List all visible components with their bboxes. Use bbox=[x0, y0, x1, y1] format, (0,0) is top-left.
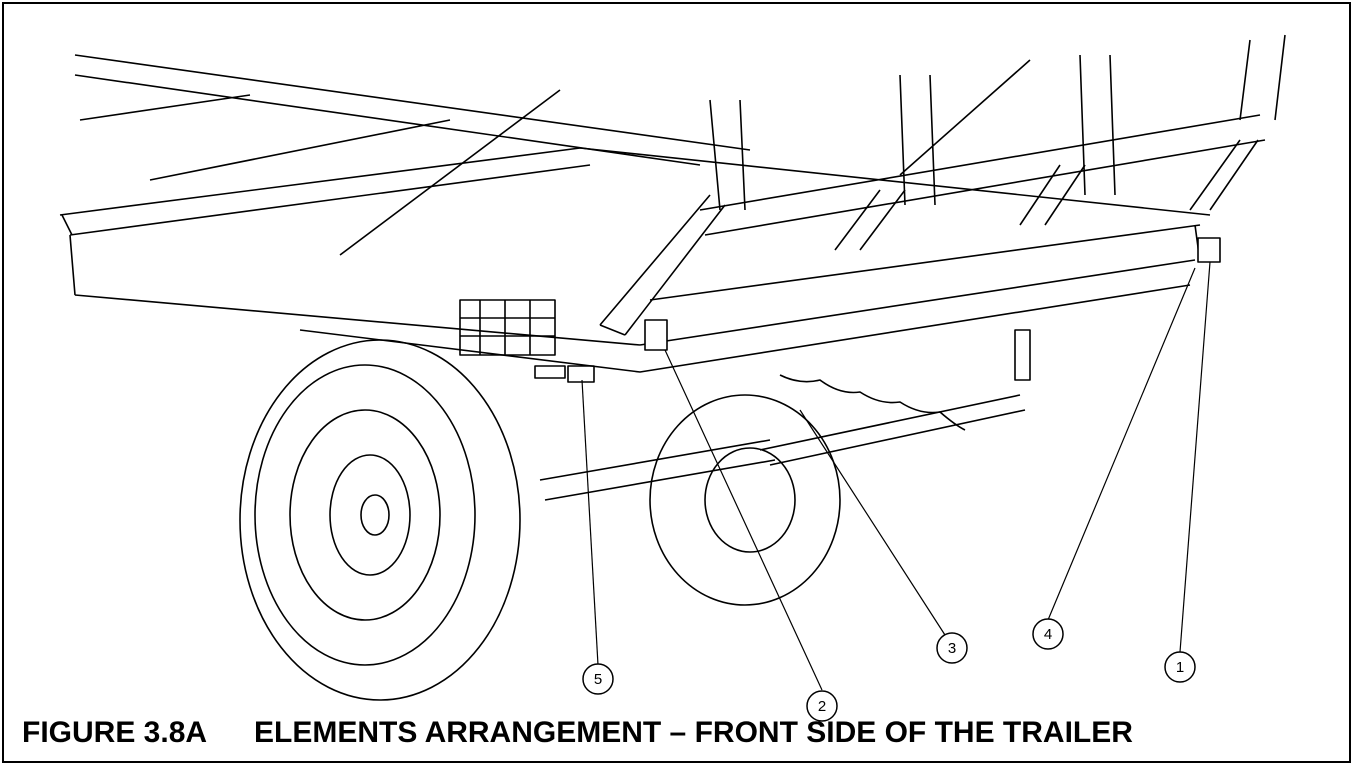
front-ladder bbox=[699, 34, 1286, 251]
callout-5: 5 bbox=[582, 663, 614, 695]
badge-plate-5 bbox=[567, 365, 595, 383]
front-wheel bbox=[239, 339, 521, 701]
front-beam-lower bbox=[299, 284, 1191, 373]
light-right bbox=[1197, 237, 1221, 263]
platform-far-edge bbox=[74, 54, 751, 181]
tarp-rope-right bbox=[899, 59, 1031, 176]
drawbar bbox=[539, 394, 1026, 501]
callout-3-label: 3 bbox=[948, 640, 956, 657]
frame-plate bbox=[459, 299, 556, 356]
trailer-linework bbox=[59, 34, 1286, 701]
callout-4: 4 bbox=[1032, 618, 1064, 650]
rear-wheel-hub bbox=[704, 447, 796, 553]
light-left bbox=[644, 319, 668, 351]
callout-1: 1 bbox=[1164, 651, 1196, 683]
callout-2: 2 bbox=[806, 690, 838, 722]
spring bbox=[779, 374, 966, 431]
left-diagonal-support bbox=[599, 194, 726, 336]
figure-title: ELEMENTS ARRANGEMENT – FRONT SIDE OF THE… bbox=[254, 716, 1133, 749]
callout-1-label: 1 bbox=[1176, 659, 1184, 676]
callout-2-label: 2 bbox=[818, 698, 826, 715]
figure-caption: FIGURE 3.8A ELEMENTS ARRANGEMENT – FRONT… bbox=[22, 702, 1342, 762]
callout-leaders bbox=[581, 261, 1211, 691]
label-plate bbox=[534, 365, 566, 379]
callout-4-label: 4 bbox=[1044, 626, 1052, 643]
figure-number: FIGURE 3.8A bbox=[22, 716, 208, 749]
support-leg bbox=[1014, 329, 1031, 381]
callout-5-label: 5 bbox=[594, 671, 602, 688]
rear-wheel bbox=[649, 394, 841, 606]
callout-3: 3 bbox=[936, 632, 968, 664]
tarp-rope-left bbox=[339, 89, 561, 256]
